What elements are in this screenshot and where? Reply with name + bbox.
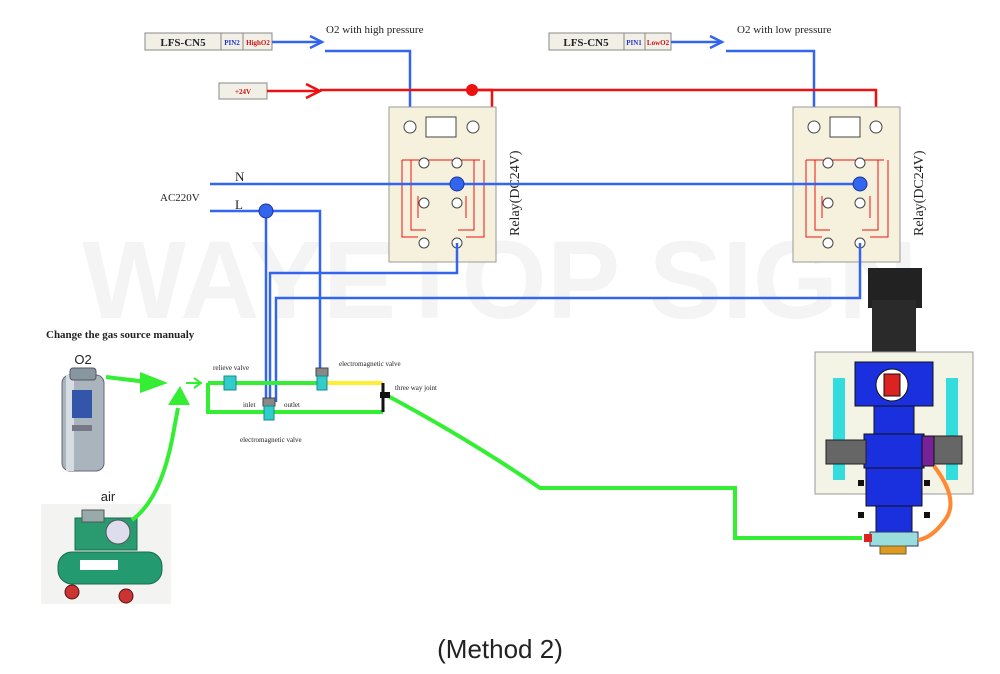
controller-high-signal: HighO2	[246, 39, 270, 47]
l-junction-dot	[258, 203, 274, 219]
o2-cylinder-icon	[61, 367, 105, 472]
three-way-joint-icon	[380, 392, 390, 398]
l-label: L	[235, 197, 243, 212]
em-valve-bottom-label: electromagnetic valve	[240, 436, 302, 444]
n-junction-dot-2	[852, 176, 868, 192]
relay-1-label: Relay(DC24V)	[508, 150, 523, 236]
relieve-valve-icon	[223, 375, 237, 391]
o2-low-label: O2 with low pressure	[737, 24, 832, 36]
controller-low-signal: LowO2	[647, 39, 670, 47]
controller-high-pin: PIN2	[224, 39, 240, 47]
ac220v-label: AC220V	[160, 192, 200, 204]
relay-2-label: Relay(DC24V)	[912, 150, 927, 236]
o2-cylinder-label: O2	[74, 352, 91, 367]
outlet-label: outlet	[284, 401, 300, 409]
gas-arrowheads	[140, 372, 190, 405]
controller-low-model: LFS-CN5	[563, 37, 609, 49]
change-gas-label: Change the gas source manualy	[46, 329, 195, 341]
em-valve-top-label: electromagnetic valve	[339, 360, 401, 368]
signal-wires	[272, 34, 816, 127]
o2-high-label: O2 with high pressure	[326, 24, 424, 36]
method-caption: (Method 2)	[437, 634, 563, 664]
controller-low: LFS-CN5 PIN1 LowO2	[548, 32, 672, 51]
controller-high: LFS-CN5 PIN2 HighO2	[144, 32, 273, 51]
n-junction-dot-1	[449, 176, 465, 192]
pipe-network	[206, 381, 862, 540]
controller-low-pin: PIN1	[626, 39, 642, 47]
em-valve-bottom-icon	[262, 397, 276, 421]
air-label: air	[101, 489, 116, 504]
em-valve-top-icon	[315, 367, 329, 391]
gas-source-pipes	[105, 375, 180, 522]
three-way-label: three way joint	[395, 384, 437, 392]
power-junction-dot	[466, 84, 478, 96]
relieve-valve-label: relieve valve	[213, 364, 249, 372]
power-24v-wire	[267, 82, 878, 127]
controller-high-model: LFS-CN5	[160, 37, 206, 49]
power-24v-label: +24V	[235, 88, 251, 96]
inlet-label: inlet	[243, 401, 255, 409]
laser-head-icon	[814, 268, 974, 555]
power-24v-box: +24V	[218, 82, 268, 100]
n-label: N	[235, 169, 245, 184]
air-compressor-icon	[41, 504, 171, 604]
ac-wiring	[210, 176, 868, 402]
intake-arrow	[186, 377, 203, 389]
watermark: WAYETOP SIGN	[82, 219, 917, 342]
